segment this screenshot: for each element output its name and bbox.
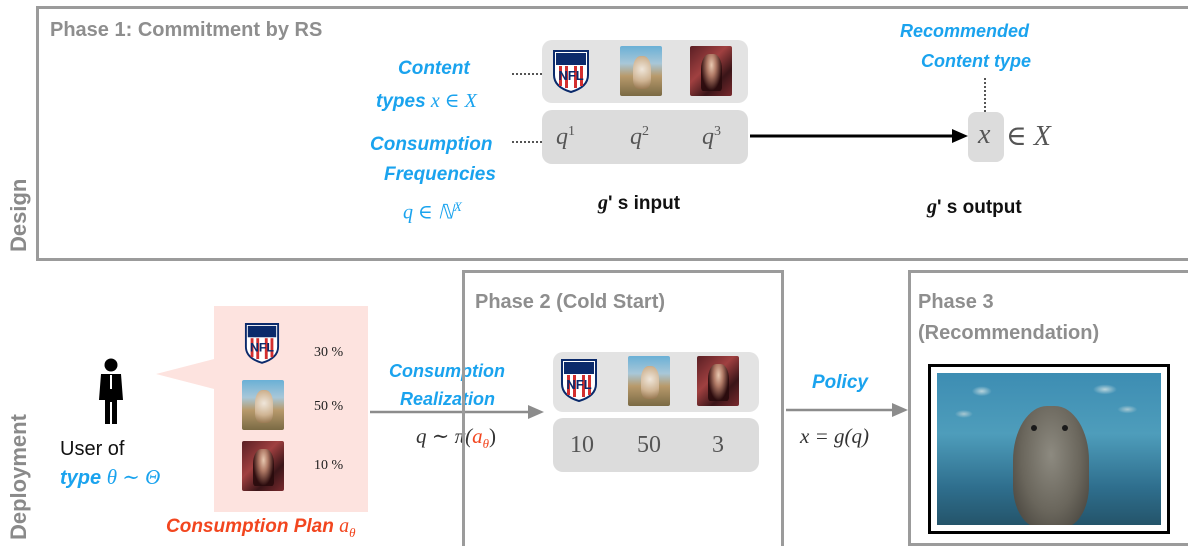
realization-math-a: a xyxy=(472,424,483,448)
output-x-box xyxy=(968,112,1004,162)
consumption-math-base: q ∈ ℕ xyxy=(403,201,454,224)
plan-dog-image xyxy=(242,380,284,430)
realization-arrow xyxy=(370,405,544,419)
output-in-x: ∈ X xyxy=(1006,121,1051,152)
phase1-q-row xyxy=(542,110,748,164)
phase3-title-1: Phase 3 xyxy=(918,291,994,313)
phase2-value-3: 3 xyxy=(712,432,724,458)
plan-bubble xyxy=(214,306,368,512)
phase2-value-1: 10 xyxy=(570,432,594,458)
design-frame xyxy=(36,6,1188,261)
plan-title: Consumption Plan xyxy=(166,516,334,537)
q2-base: q xyxy=(630,124,642,150)
phase3-title-2: (Recommendation) xyxy=(918,322,1100,344)
phase3-frame xyxy=(908,270,1188,546)
nfl-logo-text: NFL xyxy=(558,68,583,83)
phase2-nfl-logo-icon: NFL xyxy=(561,359,597,402)
phase2-value-2: 50 xyxy=(637,432,661,458)
content-types-connector xyxy=(512,73,542,75)
consumption-label-2: Frequencies xyxy=(384,164,496,185)
design-label: Design xyxy=(6,178,31,252)
realization-math-right: ) xyxy=(489,424,496,448)
recommended-label-2: Content type xyxy=(921,51,1031,71)
q1-base: q xyxy=(556,124,568,150)
policy-math: x = g(q) xyxy=(800,424,869,448)
user-type-word: type xyxy=(60,467,102,489)
recommended-label-1: Recommended xyxy=(900,21,1030,41)
plan-title-row: Consumption Plan aθ xyxy=(166,515,356,541)
user-type-math: θ ∼ Θ xyxy=(106,465,161,489)
plan-math-sub: θ xyxy=(349,525,356,540)
realization-label-2: Realization xyxy=(400,389,496,409)
hippo-eye-right xyxy=(1062,424,1069,431)
q3-sup: 3 xyxy=(714,124,721,139)
g-output-text: ' s output xyxy=(937,197,1022,218)
band-image xyxy=(690,46,732,96)
phase2-nfl-logo-text: NFL xyxy=(566,377,591,392)
policy-label: Policy xyxy=(812,372,868,393)
phase2-band-image xyxy=(697,356,739,406)
dog-image xyxy=(620,46,662,96)
plan-nfl-logo-icon: NFL xyxy=(244,323,280,364)
phase2-dog-image xyxy=(628,356,670,406)
plan-band-image xyxy=(242,441,284,491)
phase2-values-row xyxy=(553,418,759,472)
deployment-label: Deployment xyxy=(6,414,31,540)
plan-bubble-pointer xyxy=(156,358,218,390)
g-output-label: g' s output xyxy=(927,196,1022,219)
realization-label-1: Consumption xyxy=(389,361,505,381)
q1-sup: 1 xyxy=(568,124,575,139)
g-input-text: ' s input xyxy=(608,193,681,214)
plan-nfl-logo-text: NFL xyxy=(250,340,274,354)
design-arrow xyxy=(750,129,968,143)
policy-arrow xyxy=(786,403,908,417)
g-input-var: g xyxy=(598,192,608,214)
content-types-label-1: Content xyxy=(398,58,470,79)
plan-math-base: a xyxy=(339,515,350,537)
g-output-var: g xyxy=(927,196,937,218)
q3-base: q xyxy=(702,124,714,150)
consumption-connector xyxy=(512,141,542,143)
plan-math: aθ xyxy=(339,515,356,540)
q2-cell: q2 xyxy=(630,124,649,151)
hippo-image-frame xyxy=(928,364,1170,534)
content-types-label-2: types xyxy=(376,91,426,112)
content-types-label-row: types x ∈ X xyxy=(376,88,477,113)
hippo-body xyxy=(1013,406,1090,525)
phase2-frame xyxy=(462,270,784,546)
phase1-title: Phase 1: Commitment by RS xyxy=(50,19,323,41)
consumption-label-1: Consumption xyxy=(370,134,493,155)
phase2-title: Phase 2 (Cold Start) xyxy=(475,291,666,313)
user-icon xyxy=(99,358,123,424)
consumption-math: q ∈ ℕX xyxy=(403,199,462,225)
hippo-eye-left xyxy=(1031,424,1038,431)
q3-cell: q3 xyxy=(702,124,721,151)
user-label-row: type θ ∼ Θ xyxy=(60,465,160,490)
realization-math-sub: θ xyxy=(482,436,489,452)
output-x: x xyxy=(978,119,991,150)
plan-pct-1: 30 % xyxy=(314,345,344,360)
q1-cell: q1 xyxy=(556,124,575,151)
user-label-1: User of xyxy=(60,438,125,460)
consumption-math-sup: X xyxy=(453,199,462,214)
hippo-image xyxy=(937,373,1161,525)
recommended-connector xyxy=(984,78,986,112)
g-input-label: g' s input xyxy=(598,192,680,215)
q2-sup: 2 xyxy=(642,124,649,139)
content-types-math: x ∈ X xyxy=(430,90,477,112)
nfl-logo-icon: NFL xyxy=(553,50,589,93)
plan-pct-2: 50 % xyxy=(314,399,344,414)
plan-pct-3: 10 % xyxy=(314,458,344,473)
